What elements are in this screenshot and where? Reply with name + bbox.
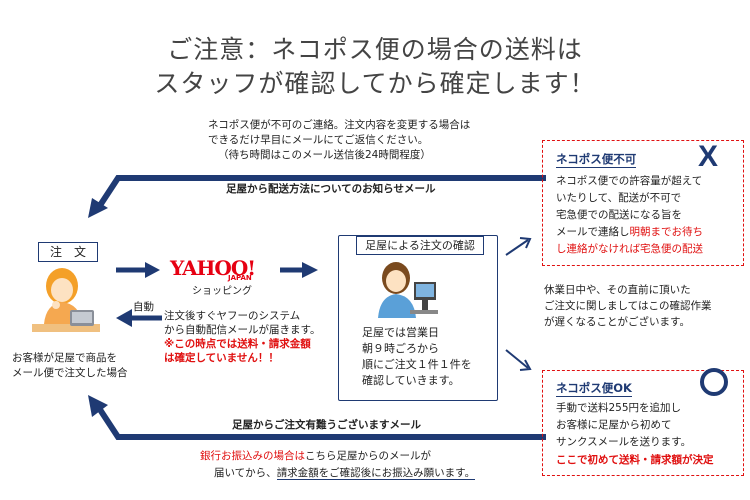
auto-warning-line-2: は確定していません！！ bbox=[164, 352, 279, 364]
holiday-note-line-1: 休業日中や、その直前に頂いた bbox=[544, 284, 691, 296]
yahoo-logo: YAHOO! JAPAN ショッピング bbox=[170, 256, 270, 300]
top-note-line-1: ネコポス便が不可のご連絡。注文内容を変更する場合は bbox=[208, 119, 471, 131]
auto-text-line-2: から自動配信メールが届きます。 bbox=[164, 324, 321, 336]
customer-illustration bbox=[30, 262, 102, 344]
auto-text-line-1: 注文後すぐヤフーのシステム bbox=[164, 310, 301, 322]
ok-box-title: ネコポス便OK bbox=[556, 381, 632, 397]
staff-box-label: 足屋による注文の確認 bbox=[356, 236, 484, 255]
bottom-note-line-1b: こちら足屋からのメールが bbox=[305, 450, 431, 462]
title-line-2: スタッフが確認してから確定します！ bbox=[154, 69, 596, 98]
ng-text-line-1: ネコポス便での許容量が超えて bbox=[556, 175, 703, 187]
yahoo-shopping-label: ショッピング bbox=[192, 286, 252, 297]
to-yahoo-arrowhead bbox=[145, 262, 160, 278]
ng-text-line-4: メールで連絡し明朝までお待ち bbox=[556, 225, 703, 240]
top-return-arrowhead bbox=[88, 198, 108, 218]
yahoo-logo-sub: JAPAN bbox=[228, 274, 252, 282]
bottom-note-line-1: 銀行お振込みの場合はこちら足屋からのメールが bbox=[200, 449, 431, 464]
bottom-note-line-1a: 銀行お振込みの場合は bbox=[200, 450, 305, 462]
staff-text-line-3: 順にご注文１件１件を bbox=[362, 358, 472, 371]
title-line-1: ご注意：ネコポス便の場合の送料は bbox=[167, 35, 583, 64]
ng-text-line-5: し連絡がなければ宅急便の配送 bbox=[556, 243, 703, 255]
staff-confirm-box bbox=[338, 235, 498, 401]
ok-text-line-3: サンクスメールを送ります。 bbox=[556, 436, 692, 448]
ng-x-mark: X bbox=[698, 140, 719, 173]
ok-o-mark bbox=[700, 368, 728, 396]
ng-text-line-3: 宅急便での配送になる旨を bbox=[556, 209, 682, 221]
top-return-arrow-line bbox=[94, 175, 546, 212]
holiday-note-line-2: ご注文に関しましてはこの確認作業 bbox=[544, 300, 712, 312]
ok-text-line-2: お客様に足屋から初めて bbox=[556, 419, 672, 431]
bottom-return-arrow-line bbox=[94, 403, 546, 440]
order-label: 注 文 bbox=[38, 242, 98, 262]
holiday-note-line-3: が遅くなることがございます。 bbox=[544, 316, 690, 328]
ng-box-title: ネコポス便不可 bbox=[556, 152, 637, 168]
auto-mail-arrowhead bbox=[116, 309, 132, 327]
bottom-note-line-2: 届いてから、請求金額をご確認後にお振込み願います。 bbox=[214, 466, 476, 481]
customer-caption-line-1: お客様が足屋で商品を bbox=[12, 352, 117, 364]
bottom-return-arrowhead bbox=[88, 395, 108, 417]
top-arrow-label: 足屋から配送方法についてのお知らせメール bbox=[226, 183, 436, 195]
top-note-line-3: （待ち時間はこのメール送信後24時間程度） bbox=[218, 149, 431, 161]
staff-text-line-1: 足屋では営業日 bbox=[362, 326, 439, 339]
staff-text-line-2: 朝９時ごろから bbox=[362, 342, 439, 355]
ng-text-line-2: いたりして、配送が不可で bbox=[556, 192, 682, 204]
top-note-line-2: できるだけ早目にメールにてご返信ください。 bbox=[208, 134, 429, 146]
ok-text-line-1: 手動で送料255円を追加し bbox=[556, 402, 682, 414]
ok-text-line-4: ここで初めて送料・請求額が決定 bbox=[556, 454, 714, 466]
bottom-note-line-2b: 請求金額をご確認後にお振込み願います。 bbox=[276, 467, 476, 480]
bottom-arrow-label: 足屋からご注文有難うございますメール bbox=[232, 419, 421, 431]
auto-label: 自動 bbox=[133, 301, 154, 313]
staff-illustration bbox=[370, 258, 440, 320]
ng-text-line-4b: 明朝までお待ち bbox=[629, 226, 704, 238]
yahoo-logo-text: YAHOO! bbox=[170, 256, 256, 280]
to-staff-arrowhead bbox=[302, 262, 318, 278]
ng-text-line-4a: メールで連絡し bbox=[556, 226, 630, 238]
customer-caption-line-2: メール便で注文した場合 bbox=[12, 367, 128, 379]
bottom-note-line-2a: 届いてから、 bbox=[214, 467, 277, 479]
staff-text-line-4: 確認していきます。 bbox=[362, 374, 460, 387]
auto-warning-line-1: ※この時点では送料・請求金額 bbox=[164, 338, 311, 350]
ok-box bbox=[542, 370, 744, 476]
ng-box bbox=[542, 140, 744, 266]
